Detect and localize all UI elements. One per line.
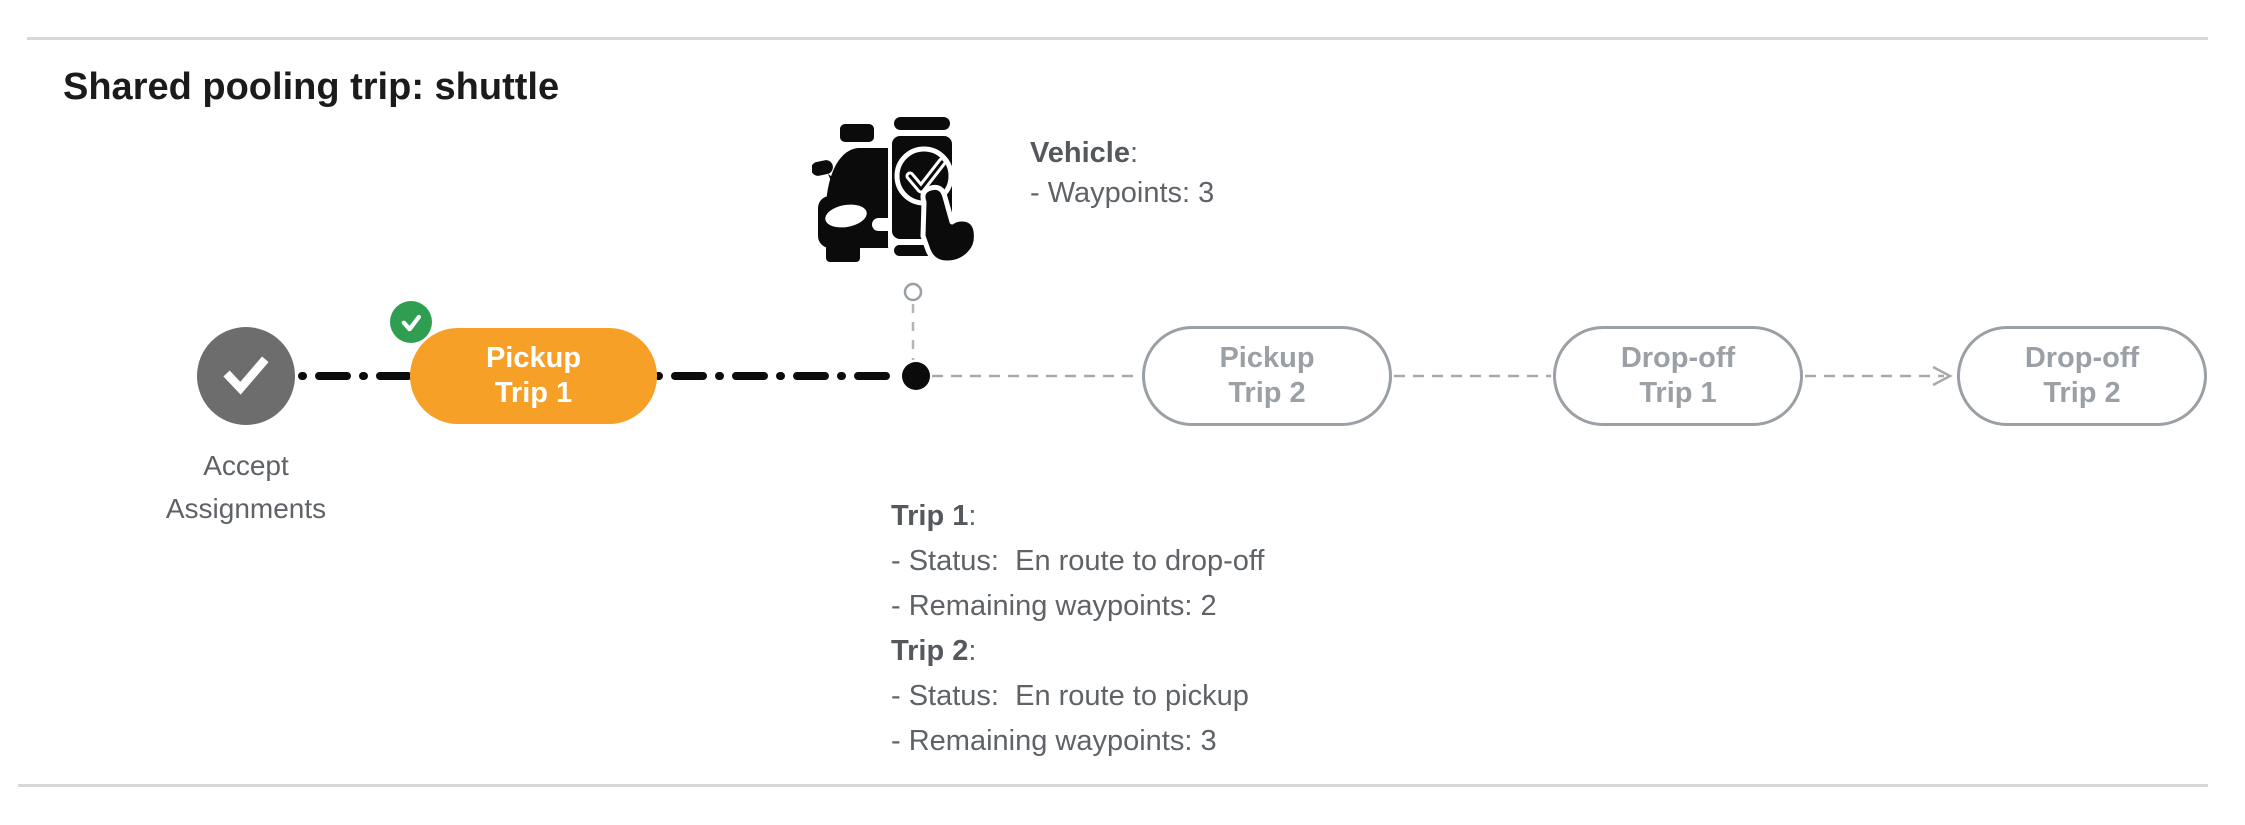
pill-pickup-trip-1: Pickup Trip 1 [410, 328, 657, 424]
trip2-heading: Trip 2: [891, 635, 977, 667]
bottom-divider [18, 784, 2208, 787]
arrow-right-icon [1932, 365, 1953, 387]
vehicle-info-heading: Vehicle: [1030, 137, 1139, 169]
trip2-status: - Status: En route to pickup [891, 680, 1249, 712]
page-title: Shared pooling trip: shuttle [63, 66, 560, 108]
vehicle-anchor-circle [903, 282, 923, 302]
trip1-remaining: - Remaining waypoints: 2 [891, 590, 1217, 622]
top-divider [27, 37, 2208, 40]
trip1-heading: Trip 1: [891, 500, 977, 532]
vehicle-info-waypoints: - Waypoints: 3 [1030, 177, 1215, 209]
pill-dropoff-trip-1: Drop-off Trip 1 [1553, 326, 1803, 426]
vehicle-info: Vehicle: - Waypoints: 3 [1030, 133, 1214, 213]
trip2-remaining: - Remaining waypoints: 3 [891, 725, 1217, 757]
checkmark-icon [223, 356, 269, 395]
vehicle-accept-trip-icon [812, 112, 979, 266]
trip1-status: - Status: En route to drop-off [891, 545, 1265, 577]
pill-dropoff-trip-2: Drop-off Trip 2 [1957, 326, 2207, 426]
vehicle-position-dot [902, 362, 930, 390]
pill-pickup-trip-2: Pickup Trip 2 [1142, 326, 1392, 426]
accept-assignments-node [197, 327, 295, 425]
completed-badge [390, 301, 432, 343]
checkmark-icon [401, 314, 421, 332]
trip-status-block: Trip 1: - Status: En route to drop-off -… [891, 494, 1264, 764]
accept-assignments-label: Accept Assignments [165, 450, 327, 524]
